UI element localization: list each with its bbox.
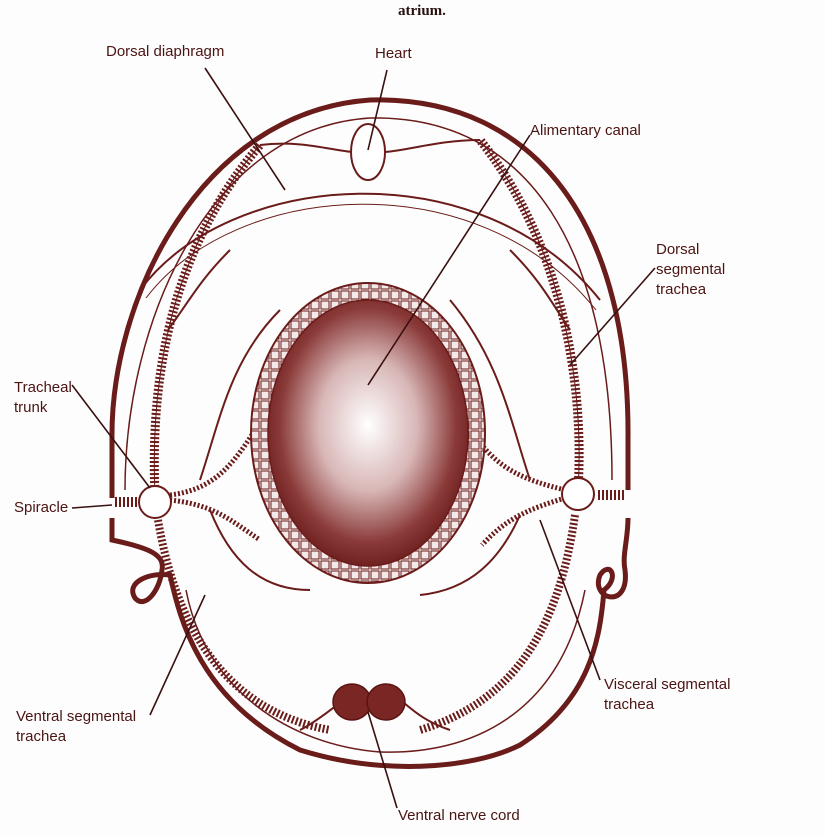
alimentary-canal-lumen [268,300,468,566]
ventral-nerve-cord-right [367,684,405,720]
label-spiracle: Spiracle [14,498,68,518]
tracheal-trunk-left [139,486,171,518]
label-ventral-nerve-cord: Ventral nerve cord [398,806,520,826]
label-heart: Heart [375,44,412,64]
ventral-nerve-cord-left [333,684,371,720]
body-wall-inner-ventral [186,590,585,752]
label-dorsal-diaphragm: Dorsal diaphragm [106,42,224,62]
label-ventral-segmental-trachea: Ventral segmental trachea [16,707,156,747]
label-dorsal-segmental-trachea: Dorsal segmental trachea [656,240,746,300]
label-alimentary-canal: Alimentary canal [530,121,641,141]
heart-shape [351,124,385,180]
tracheal-trunk-right [562,478,594,510]
label-tracheal-trunk: Tracheal trunk [14,378,84,418]
label-visceral-segmental-trachea: Visceral segmental trachea [604,675,764,715]
